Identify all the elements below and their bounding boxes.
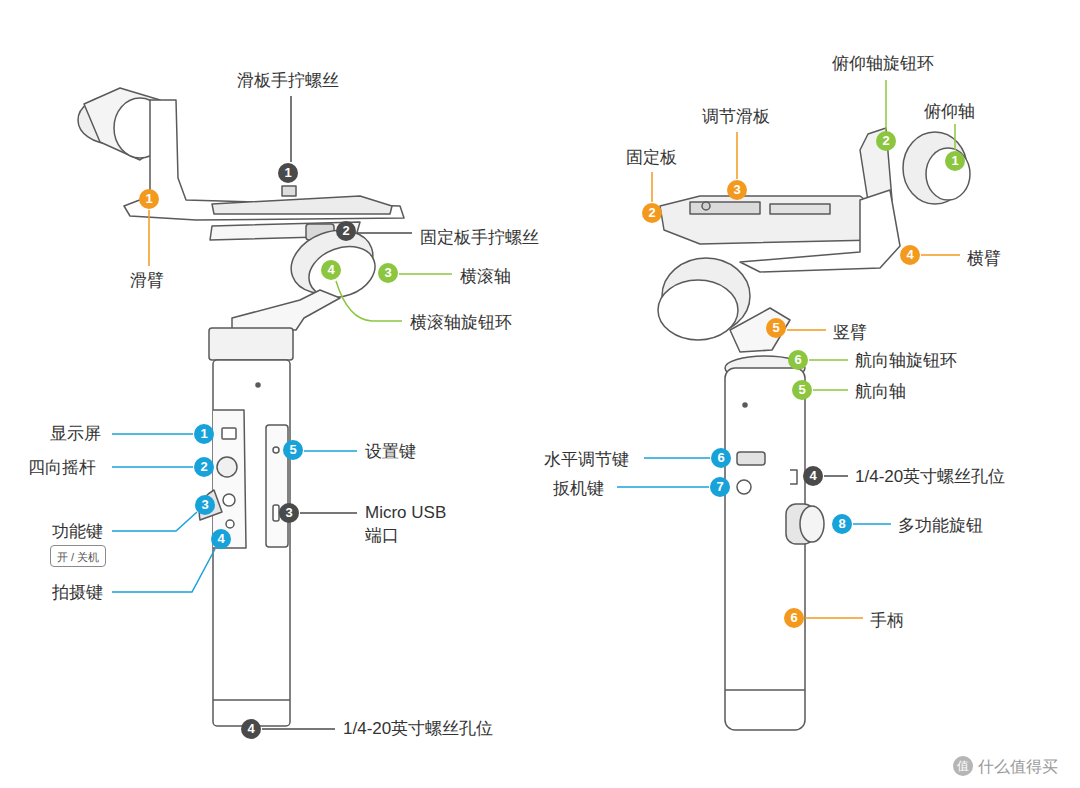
part-label: 竖臂 <box>833 321 867 344</box>
callout-number: 6 <box>784 608 804 628</box>
part-label: 航向轴 <box>855 380 906 403</box>
part-label: 调节滑板 <box>702 105 770 128</box>
callout-number: 3 <box>279 503 299 523</box>
callout-number: 4 <box>321 260 341 280</box>
callout-number: 2 <box>194 457 214 477</box>
callout-number: 2 <box>336 221 356 241</box>
callout-number: 6 <box>711 448 731 468</box>
part-label: 显示屏 <box>50 422 101 445</box>
part-label: 航向轴旋钮环 <box>855 349 957 372</box>
callout-number: 1 <box>139 189 159 209</box>
part-label: 扳机键 <box>553 477 604 500</box>
part-label: 多功能旋钮 <box>898 514 983 537</box>
callout-number: 3 <box>378 263 398 283</box>
callout-number: 4 <box>803 466 823 486</box>
note-text: 开 / 关机 <box>57 551 99 563</box>
part-label: 水平调节键 <box>544 448 629 471</box>
part-label: 横臂 <box>967 247 1001 270</box>
callout-number: 2 <box>642 203 662 223</box>
callout-number: 5 <box>766 318 786 338</box>
watermark: 什么值得买 <box>978 755 1058 778</box>
part-label: 1/4-20英寸螺丝孔位 <box>855 465 1005 488</box>
part-label: 固定板手拧螺丝 <box>420 226 539 249</box>
part-label: 俯仰轴 <box>924 100 975 123</box>
part-label: 功能键 <box>52 520 103 543</box>
part-label: 拍摄键 <box>52 581 103 604</box>
callout-number: 4 <box>900 245 920 265</box>
callout-number: 2 <box>876 131 896 151</box>
part-label: 横滚轴 <box>460 265 511 288</box>
part-label: 固定板 <box>626 146 677 169</box>
part-label: 1/4-20英寸螺丝孔位 <box>343 717 493 740</box>
callout-number: 1 <box>194 424 214 444</box>
part-label: Micro USB 端口 <box>365 501 460 547</box>
watermark-logo: 值 <box>953 756 973 776</box>
callout-number: 4 <box>241 719 261 739</box>
callout-number: 4 <box>211 529 231 549</box>
callout-number: 3 <box>195 495 215 515</box>
callout-number: 5 <box>792 380 812 400</box>
callout-number: 6 <box>788 350 808 370</box>
part-label: 四向摇杆 <box>28 456 96 479</box>
callout-number: 1 <box>278 163 298 183</box>
callout-number: 5 <box>283 440 303 460</box>
part-label: 横滚轴旋钮环 <box>410 311 512 334</box>
part-label: 手柄 <box>870 609 904 632</box>
callout-number: 8 <box>832 514 852 534</box>
callout-number: 7 <box>710 477 730 497</box>
callout-number: 3 <box>727 180 747 200</box>
part-label: 滑臂 <box>130 269 164 292</box>
part-label: 俯仰轴旋钮环 <box>832 52 934 75</box>
part-label: 滑板手拧螺丝 <box>237 69 339 92</box>
callout-number: 1 <box>945 151 965 171</box>
part-label: 设置键 <box>365 440 416 463</box>
power-note-box: 开 / 关机 <box>50 545 106 567</box>
